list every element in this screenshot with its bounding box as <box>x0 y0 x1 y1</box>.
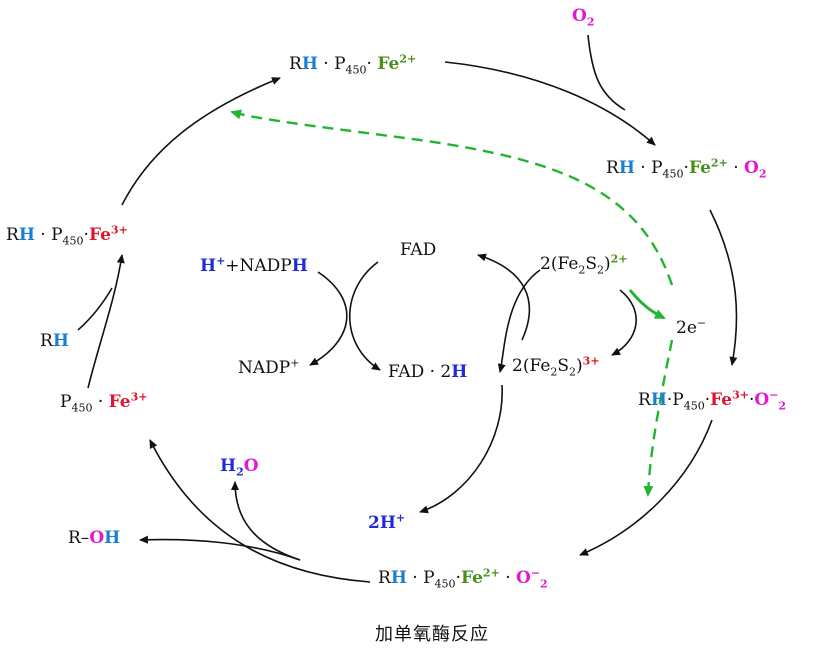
label-rh-p450-fe2-o2: RH · P450·Fe2+ · O2 <box>606 156 767 181</box>
label-two-electrons: 2e− <box>676 316 707 338</box>
label-fad-2h: FAD · 2H <box>388 362 468 382</box>
arrow-bottom-to-h2o <box>231 481 301 561</box>
arrow-bottom-to-p450 <box>149 439 371 583</box>
label-fad: FAD <box>400 240 437 260</box>
electron-path-upper <box>230 109 674 286</box>
label-rh-p450-fe3-o2-minus: RH·P450·Fe3+·O−2 <box>638 388 787 413</box>
label-rh-p450-fe3: RH · P450·Fe3+ <box>6 223 128 248</box>
label-r-oh-product: R–OH <box>68 528 121 548</box>
arrow-fe3-to-fe2 <box>121 77 281 206</box>
figure-caption: 加单氧酶反应 <box>375 624 489 645</box>
arrow-bottom-to-roh <box>139 535 301 561</box>
arrow-fe2s2-cycle <box>611 289 637 356</box>
arrow-fe2-to-o2-complex <box>444 61 656 146</box>
arrow-fe3-to-fe2-o2m <box>579 419 713 556</box>
label-rh-substrate: RH <box>40 331 69 351</box>
label-nadp-plus: NADP+ <box>238 356 300 378</box>
electron-transfer-arrow <box>628 289 666 320</box>
label-rh-p450-fe2: RH · P450· Fe2+ <box>289 52 417 77</box>
arrow-o2-enter <box>587 34 626 111</box>
arrow-p450-to-rh-fe3 <box>87 254 125 389</box>
electron-path-lower <box>643 339 674 497</box>
arrow-fe2s2-reduce <box>497 269 541 373</box>
arrow-2h-release <box>419 384 503 514</box>
arrow-fad2h-to-fad <box>477 253 531 341</box>
arrow-nadph-to-nadp <box>309 271 348 366</box>
label-two-protons: 2H+ <box>368 511 406 533</box>
label-fe2s2-2plus: 2(Fe2S2)2+ <box>540 252 628 277</box>
label-o2-input: O2 <box>572 6 595 29</box>
label-water: H2O <box>220 456 259 479</box>
label-p450-fe3: P450 · Fe3+ <box>60 390 148 415</box>
arrow-rh-enter <box>77 287 113 331</box>
arrow-o2-complex-to-fe3 <box>709 209 738 366</box>
label-h-nadph: H++NADPH <box>200 254 308 276</box>
label-fe2s2-3plus: 2(Fe2S2)3+ <box>512 354 600 379</box>
arrow-fad-to-fad2h <box>349 261 381 371</box>
label-rh-p450-fe2-o2-minus: RH · P450·Fe2+ · O−2 <box>378 566 548 591</box>
